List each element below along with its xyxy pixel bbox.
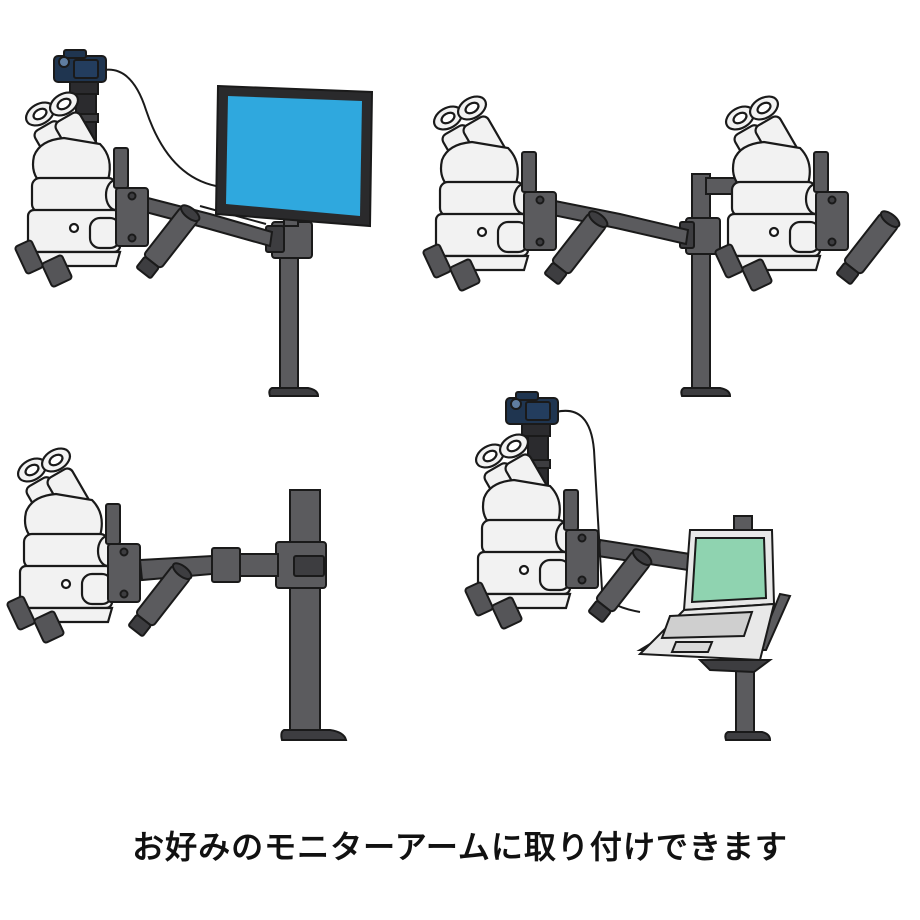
laptop-icon <box>637 529 776 662</box>
stereo-microscope-icon <box>13 86 150 289</box>
stereo-microscope-icon <box>463 428 600 631</box>
monitor-arm-icon <box>138 489 348 741</box>
caption-text: お好みのモニターアームに取り付けできます <box>132 828 788 866</box>
scene-dual-microscope-setup <box>421 90 903 397</box>
scene-monitor-setup <box>13 49 374 397</box>
dual-monitor-arm-icon <box>546 173 751 397</box>
stereo-microscope-icon <box>713 90 850 293</box>
scene-laptop-setup <box>463 391 792 741</box>
stereo-microscope-icon <box>421 90 558 293</box>
scene-single-arm-setup <box>5 442 348 741</box>
stereo-microscope-icon <box>5 442 142 645</box>
monitor-icon <box>214 84 374 228</box>
camera-cable <box>103 68 217 187</box>
